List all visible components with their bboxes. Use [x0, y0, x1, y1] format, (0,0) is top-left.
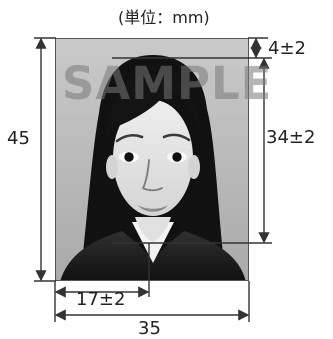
neck [135, 217, 171, 242]
left-ear [106, 155, 118, 179]
hair-front [107, 73, 201, 136]
right-eyebrow [162, 133, 191, 142]
right-pupil [172, 152, 182, 162]
photo-height-label: 45 [7, 128, 30, 149]
left-pupil [124, 152, 134, 162]
unit-label: (単位：mm) [118, 8, 210, 27]
sample-watermark: SAMPLE [62, 57, 273, 110]
center-offset-label: 17±2 [76, 289, 126, 310]
nose [141, 159, 163, 192]
face [113, 100, 193, 216]
mouth [138, 205, 168, 212]
top-margin-label: 4±2 [268, 38, 306, 59]
left-eyebrow [115, 134, 144, 143]
right-ear [188, 155, 200, 179]
photo-width-label: 35 [138, 318, 161, 339]
face-height-label: 34±2 [266, 127, 316, 148]
